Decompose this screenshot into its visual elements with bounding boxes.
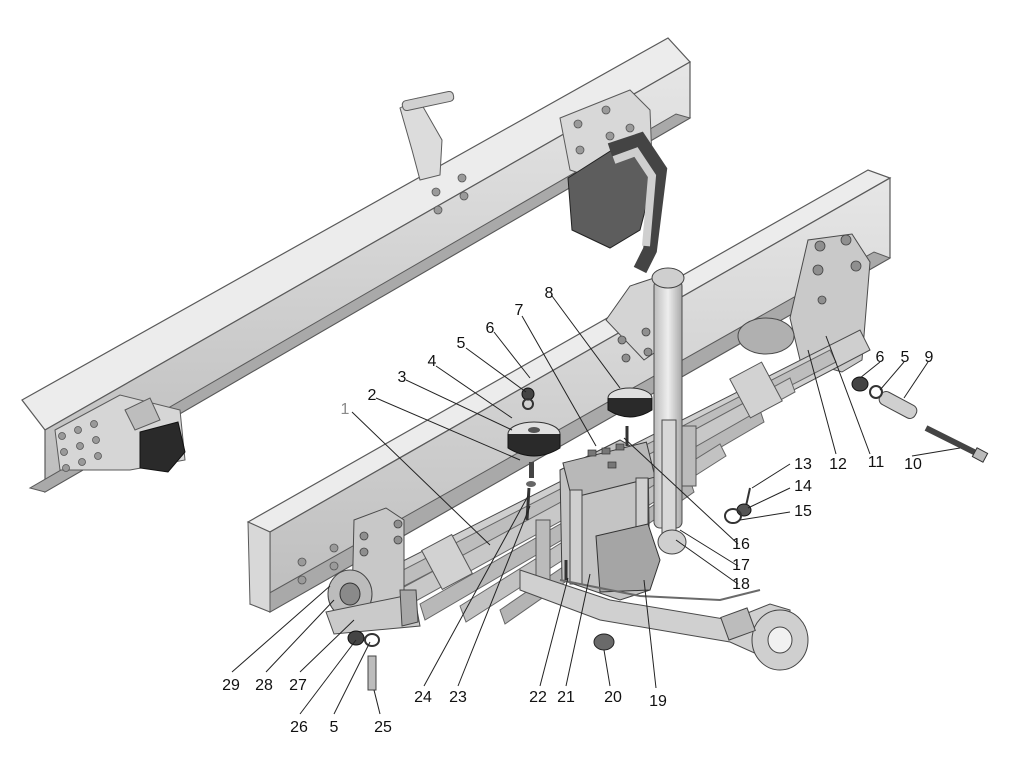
callout-25: 25: [374, 719, 392, 736]
callout-20: 20: [604, 689, 622, 706]
callout-18: 18: [732, 576, 750, 593]
callout-6-a: 6: [485, 320, 495, 337]
shock-absorber: [605, 267, 687, 555]
callout-22: 22: [529, 689, 547, 706]
callout-28: 28: [255, 677, 273, 694]
callout-10: 10: [904, 456, 922, 473]
bump-stops: [507, 387, 653, 487]
shock-upper-bracket: [567, 131, 668, 274]
hardware-parts: [347, 376, 989, 691]
rear-frame-rail: [21, 37, 692, 494]
callout-8: 8: [544, 285, 554, 302]
axle-seat: [559, 439, 661, 601]
leader-lines: [231, 295, 961, 715]
callout-21: 21: [557, 689, 575, 706]
callout-14: 14: [794, 478, 812, 495]
callout-12: 12: [829, 456, 847, 473]
front-frame-rail: [246, 169, 892, 614]
callout-17: 17: [732, 557, 750, 574]
torque-arm: [519, 569, 809, 671]
callout-27: 27: [289, 677, 307, 694]
callout-5-a: 5: [456, 335, 466, 352]
callout-3: 3: [397, 369, 407, 386]
callout-5-c: 5: [329, 719, 339, 736]
callout-16: 16: [732, 536, 750, 553]
callout-24: 24: [414, 689, 432, 706]
callout-5-b: 5: [900, 349, 910, 366]
callout-6-b: 6: [875, 349, 885, 366]
callout-1: 1: [340, 401, 350, 418]
callout-26: 26: [290, 719, 308, 736]
callout-15: 15: [794, 503, 812, 520]
callout-9: 9: [924, 349, 934, 366]
callout-19: 19: [649, 693, 667, 710]
callout-7: 7: [514, 302, 524, 319]
callout-13: 13: [794, 456, 812, 473]
callout-4: 4: [427, 353, 437, 370]
callout-11: 11: [867, 454, 885, 471]
callout-29: 29: [222, 677, 240, 694]
callout-2: 2: [367, 387, 377, 404]
callout-23: 23: [449, 689, 467, 706]
